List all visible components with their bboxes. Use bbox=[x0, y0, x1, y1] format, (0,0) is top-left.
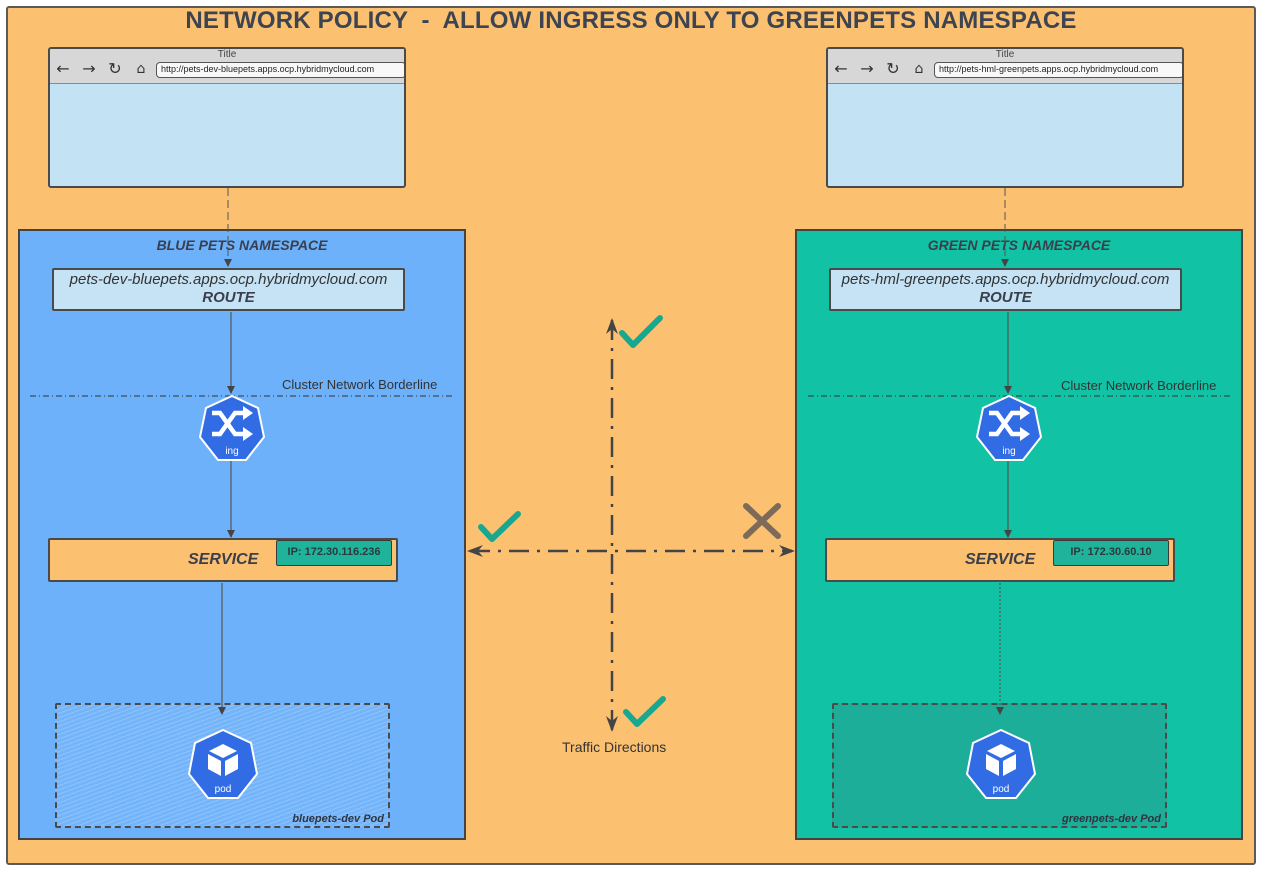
reload-icon: ↻ bbox=[886, 59, 900, 78]
forward-arrow-icon: → bbox=[860, 59, 874, 78]
route-label: ROUTE bbox=[979, 289, 1032, 306]
route-label: ROUTE bbox=[202, 289, 255, 306]
namespace-title: BLUE PETS NAMESPACE bbox=[156, 237, 328, 253]
browser-window-green: Title ← → ↻ ⌂ http://pets-hml-greenpets.… bbox=[826, 47, 1184, 188]
browser-title: Title bbox=[217, 49, 237, 60]
traffic-arrow-right bbox=[779, 545, 795, 557]
route-box-green: pets-hml-greenpets.apps.ocp.hybridmyclou… bbox=[829, 268, 1182, 311]
route-hostname: pets-hml-greenpets.apps.ocp.hybridmyclou… bbox=[841, 271, 1170, 288]
diagram-title: NETWORK POLICY - ALLOW INGRESS ONLY TO G… bbox=[185, 7, 1077, 34]
ingress-label: ing bbox=[225, 446, 238, 457]
pod-label: pod bbox=[215, 784, 232, 795]
forward-arrow-icon: → bbox=[82, 59, 96, 78]
ingress-label: ing bbox=[1002, 446, 1015, 457]
browser-url: http://pets-hml-greenpets.apps.ocp.hybri… bbox=[934, 62, 1182, 78]
route-hostname: pets-dev-bluepets.apps.ocp.hybridmycloud… bbox=[69, 271, 388, 288]
service-label: SERVICE bbox=[188, 551, 259, 568]
home-icon: ⌂ bbox=[136, 61, 146, 77]
allowed-check-icon bbox=[478, 511, 521, 542]
reload-icon: ↻ bbox=[108, 59, 122, 78]
traffic-arrow-up bbox=[606, 318, 618, 334]
browser-title: Title bbox=[995, 49, 1015, 60]
pod-box-label: bluepets-dev Pod bbox=[292, 813, 384, 825]
traffic-arrow-left bbox=[467, 545, 483, 557]
route-box-blue: pets-dev-bluepets.apps.ocp.hybridmycloud… bbox=[52, 268, 405, 311]
allowed-check-icon bbox=[623, 696, 666, 727]
pod-label: pod bbox=[993, 784, 1010, 795]
traffic-directions-label: Traffic Directions bbox=[562, 739, 667, 755]
service-ip-badge: IP: 172.30.116.236 bbox=[276, 540, 392, 566]
browser-toolbar: Title ← → ↻ ⌂ http://pets-dev-bluepets.a… bbox=[50, 49, 404, 84]
home-icon: ⌂ bbox=[914, 61, 924, 77]
ingress-icon: ing bbox=[198, 394, 266, 461]
service-box-blue: SERVICE IP: 172.30.116.236 bbox=[48, 538, 398, 582]
back-arrow-icon: ← bbox=[56, 59, 70, 78]
traffic-arrow-down bbox=[606, 716, 618, 732]
pod-icon: pod bbox=[187, 728, 259, 799]
cluster-borderline-label: Cluster Network Borderline bbox=[282, 377, 438, 392]
cluster-borderline-label: Cluster Network Borderline bbox=[1061, 378, 1217, 393]
browser-window-blue: Title ← → ↻ ⌂ http://pets-dev-bluepets.a… bbox=[48, 47, 406, 188]
browser-url: http://pets-dev-bluepets.apps.ocp.hybrid… bbox=[156, 62, 404, 78]
back-arrow-icon: ← bbox=[834, 59, 848, 78]
pod-icon: pod bbox=[965, 728, 1037, 799]
denied-cross-icon bbox=[743, 503, 781, 539]
service-box-green: SERVICE IP: 172.30.60.10 bbox=[825, 538, 1175, 582]
service-ip-badge: IP: 172.30.60.10 bbox=[1053, 540, 1169, 566]
namespace-title: GREEN PETS NAMESPACE bbox=[927, 237, 1111, 253]
service-label: SERVICE bbox=[965, 551, 1036, 568]
pod-box-label: greenpets-dev Pod bbox=[1061, 813, 1161, 825]
ingress-icon: ing bbox=[975, 394, 1043, 461]
allowed-check-icon bbox=[619, 315, 663, 348]
browser-toolbar: Title ← → ↻ ⌂ http://pets-hml-greenpets.… bbox=[828, 49, 1182, 84]
